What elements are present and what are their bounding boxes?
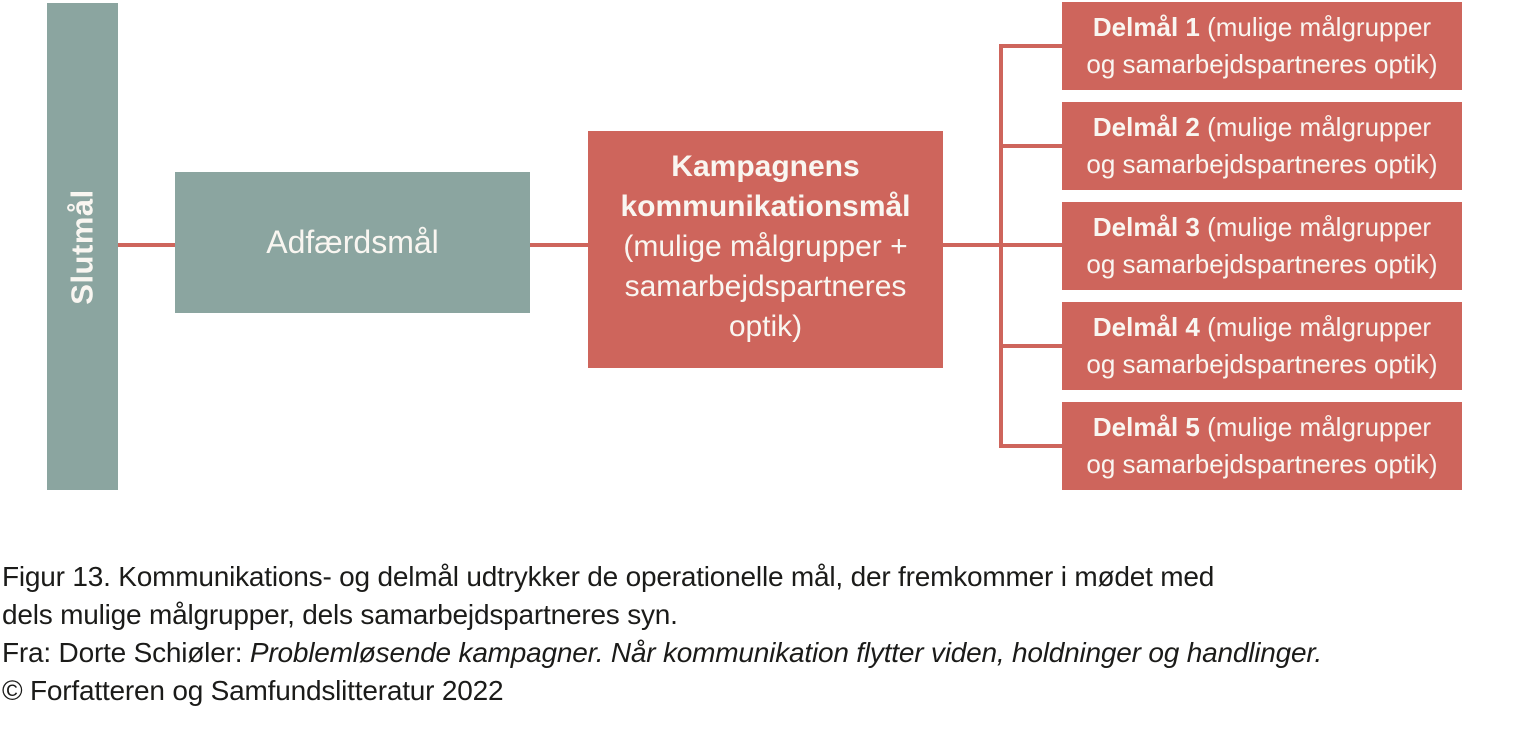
kampagnens-line-1: Kampagnens <box>671 150 860 183</box>
delmaal-trunk-line <box>999 44 1003 448</box>
delmaal-box-4: Delmål 4 (mulige målgrupper og samarbejd… <box>1062 302 1462 390</box>
kampagnens-line-3: (mulige målgrupper + <box>623 230 908 263</box>
caption-line-2: dels mulige målgrupper, dels samarbejdsp… <box>2 599 678 630</box>
caption-line-3: Fra: Dorte Schiøler: Problemløsende kamp… <box>2 634 1522 672</box>
caption-book-title: Problemløsende kampagner. Når kommunikat… <box>249 637 1323 668</box>
delmaal-box-5: Delmål 5 (mulige målgrupper og samarbejd… <box>1062 402 1462 490</box>
figure-caption: Figur 13. Kommunikations- og delmål udtr… <box>2 558 1522 710</box>
kampagnens-line-2: kommunikationsmål <box>620 190 911 223</box>
caption-line-4: © Forfatteren og Samfundslitteratur 2022 <box>2 675 504 706</box>
delmaal-branch-line-2 <box>999 144 1062 148</box>
caption-source-prefix: Fra: Dorte Schiøler: <box>2 637 250 668</box>
delmaal-5-line-2: og samarbejdspartneres optik) <box>1086 449 1438 479</box>
kampagnens-line-5: optik) <box>728 310 803 343</box>
kampagnens-line-4: samarbejdspartneres <box>624 270 907 303</box>
connector-slutmaal-adfaerdsmaal <box>118 243 175 247</box>
adfaerdsmaal-label: Adfærdsmål <box>266 224 439 260</box>
delmaal-5-line-1: Delmål 5 (mulige målgrupper <box>1092 412 1432 442</box>
delmaal-1-line-1: Delmål 1 (mulige målgrupper <box>1092 12 1432 42</box>
delmaal-box-2: Delmål 2 (mulige målgrupper og samarbejd… <box>1062 102 1462 190</box>
delmaal-box-1: Delmål 1 (mulige målgrupper og samarbejd… <box>1062 2 1462 90</box>
delmaal-1-line-2: og samarbejdspartneres optik) <box>1086 49 1438 79</box>
delmaal-3-line-1: Delmål 3 (mulige målgrupper <box>1092 212 1432 242</box>
delmaal-4-line-1: Delmål 4 (mulige målgrupper <box>1092 312 1432 342</box>
delmaal-2-line-1: Delmål 2 (mulige målgrupper <box>1092 112 1432 142</box>
delmaal-3-line-2: og samarbejdspartneres optik) <box>1086 249 1438 279</box>
delmaal-box-3: Delmål 3 (mulige målgrupper og samarbejd… <box>1062 202 1462 290</box>
connector-adfaerdsmaal-kampagne <box>530 243 588 247</box>
slutmaal-label: Slutmål <box>64 188 100 305</box>
delmaal-2-line-2: og samarbejdspartneres optik) <box>1086 149 1438 179</box>
delmaal-branch-line-1 <box>999 44 1062 48</box>
caption-line-1: Figur 13. Kommunikations- og delmål udtr… <box>2 561 1215 592</box>
adfaerdsmaal-box: Adfærdsmål <box>175 172 530 313</box>
kampagnens-box: Kampagnens kommunikationsmål (mulige mål… <box>588 131 943 368</box>
delmaal-4-line-2: og samarbejdspartneres optik) <box>1086 349 1438 379</box>
delmaal-branch-line-4 <box>999 344 1062 348</box>
delmaal-branch-line-5 <box>999 444 1062 448</box>
slutmaal-bar: Slutmål <box>47 3 118 490</box>
